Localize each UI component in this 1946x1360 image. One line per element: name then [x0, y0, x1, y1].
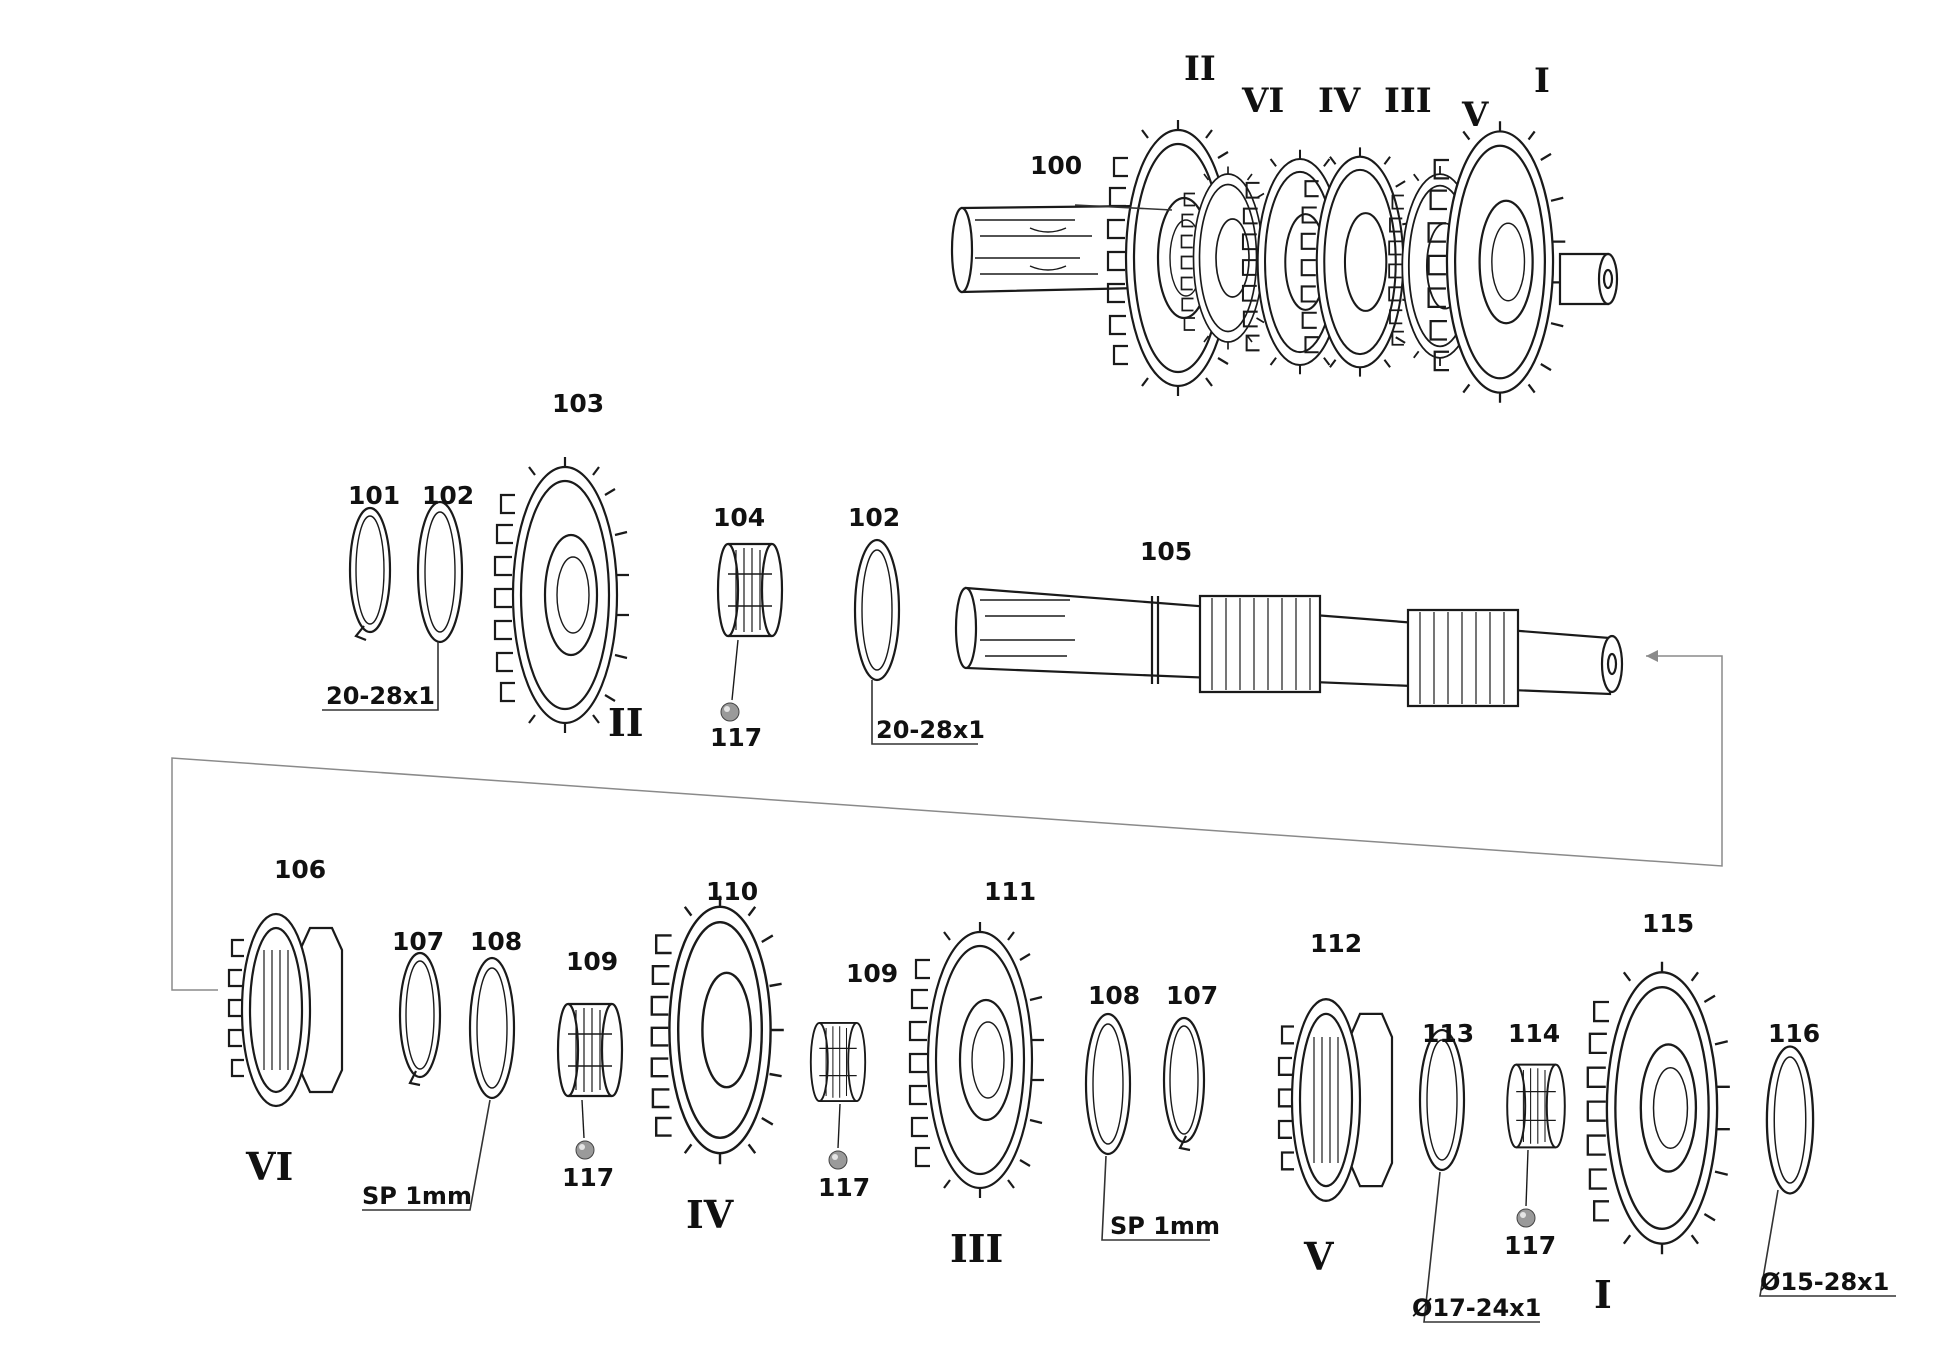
gear-label-v: V	[1303, 1234, 1335, 1279]
needle-ball-117-b	[575, 1140, 595, 1160]
assembled-shaft-100	[950, 118, 1619, 404]
callout-sp-1mm-left: SP 1mm	[362, 1182, 472, 1210]
gear-112	[1277, 998, 1394, 1202]
gear-103	[493, 455, 631, 735]
needle-ball-117-a	[720, 702, 740, 722]
label-104: 104	[713, 503, 765, 532]
leader-108-left	[362, 1099, 491, 1211]
needle-ball-117-d	[1516, 1208, 1536, 1228]
gear-110	[650, 894, 786, 1166]
label-117-a: 117	[710, 723, 762, 752]
shim-108-right	[1084, 1012, 1132, 1156]
leader-100	[1074, 204, 1173, 211]
label-116: 116	[1768, 1019, 1820, 1048]
needle-bearing-109-left	[556, 1002, 624, 1098]
label-117-c: 117	[818, 1173, 870, 1202]
callout-20-28x1-right: 20-28x1	[876, 716, 985, 744]
label-103: 103	[552, 389, 604, 418]
label-114: 114	[1508, 1019, 1560, 1048]
label-107-left: 107	[392, 927, 444, 956]
callout-sp-1mm-right: SP 1mm	[1110, 1212, 1220, 1240]
leader-113	[1423, 1171, 1540, 1323]
gear-label-top-iii: III	[1384, 81, 1432, 121]
washer-102-left	[416, 500, 464, 644]
gear-label-i: I	[1594, 1272, 1612, 1317]
gear-label-iii: III	[950, 1226, 1003, 1271]
label-112: 112	[1310, 929, 1362, 958]
needle-bearing-109-right	[809, 1021, 867, 1103]
needle-bearing-114	[1506, 1063, 1566, 1149]
washer-102-right	[853, 538, 901, 682]
callout-20-28x1-left: 20-28x1	[326, 682, 435, 710]
leader-117-b	[581, 1099, 585, 1139]
label-102-left: 102	[422, 481, 474, 510]
label-109-right: 109	[846, 959, 898, 988]
label-102-right: 102	[848, 503, 900, 532]
assembly-route-line	[171, 655, 1723, 991]
gear-label-top-iv: IV	[1318, 81, 1361, 121]
label-117-d: 117	[1504, 1231, 1556, 1260]
leader-116	[1759, 1189, 1896, 1297]
leader-108-right	[1101, 1155, 1210, 1241]
label-107-right: 107	[1166, 981, 1218, 1010]
label-113: 113	[1422, 1019, 1474, 1048]
gear-label-top-vi: VI	[1241, 81, 1284, 121]
callout-o17-24x1: Ø17-24x1	[1412, 1294, 1541, 1322]
label-108-left: 108	[470, 927, 522, 956]
gear-115	[1586, 960, 1732, 1256]
circlip-107-right	[1162, 1016, 1206, 1152]
gear-106	[227, 912, 344, 1108]
label-101: 101	[348, 481, 400, 510]
route-arrow-head	[1646, 650, 1658, 662]
gear-label-top-i: I	[1534, 61, 1550, 101]
callout-o15-28x1: Ø15-28x1	[1760, 1268, 1889, 1296]
leader-102-right	[871, 680, 978, 745]
gear-label-top-v: V	[1461, 95, 1489, 135]
gear-label-iv: IV	[686, 1192, 735, 1237]
leader-117-d	[1525, 1149, 1529, 1207]
leader-117-a	[731, 639, 739, 701]
circlip-101	[348, 506, 392, 642]
washer-116	[1765, 1045, 1815, 1195]
leader-102-left	[322, 642, 439, 711]
needle-ball-117-c	[828, 1150, 848, 1170]
main-shaft-105	[954, 586, 1624, 708]
needle-bearing-104	[716, 542, 784, 638]
leader-117-c	[837, 1103, 841, 1149]
label-100: 100	[1030, 151, 1082, 180]
washer-113	[1418, 1028, 1466, 1172]
gear-111	[908, 920, 1046, 1200]
label-115: 115	[1642, 909, 1694, 938]
label-109-left: 109	[566, 947, 618, 976]
label-106: 106	[274, 855, 326, 884]
label-110: 110	[706, 877, 758, 906]
label-108-right: 108	[1088, 981, 1140, 1010]
gear-label-vi: VI	[245, 1144, 293, 1189]
circlip-107-left	[398, 951, 442, 1087]
label-105: 105	[1140, 537, 1192, 566]
label-117-b: 117	[562, 1163, 614, 1192]
gear-label-ii: II	[608, 700, 644, 745]
shim-108-left	[468, 956, 516, 1100]
label-111: 111	[984, 877, 1036, 906]
gear-label-top-ii: II	[1184, 49, 1216, 89]
